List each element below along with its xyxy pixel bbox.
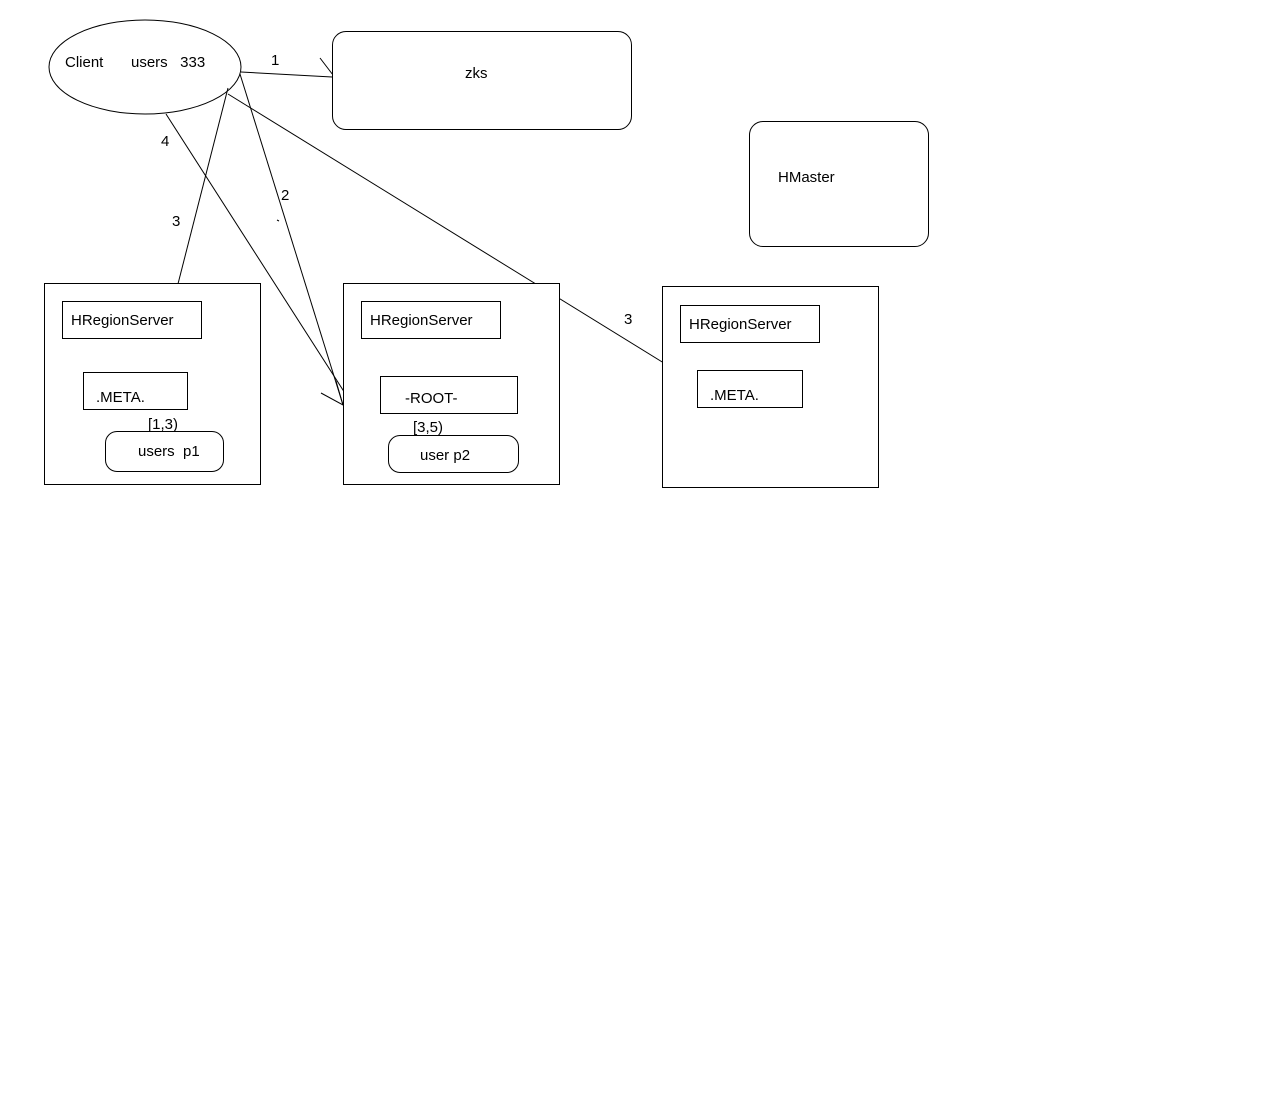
step-label-to-meta-right: 3	[624, 311, 633, 328]
step-label-to-root: 2	[281, 187, 290, 204]
region-server-3-meta-table: .META.	[697, 370, 803, 408]
region-server-1: HRegionServer .META. [1,3) users p1	[44, 283, 261, 485]
master-node: HMaster	[749, 121, 929, 247]
region-server-2-region-label: user p2	[420, 447, 471, 464]
region-server-2-region: user p2	[388, 435, 519, 473]
step-label-to-meta-left: 3	[172, 213, 181, 230]
region-server-2: HRegionServer -ROOT- [3,5) user p2	[343, 283, 560, 485]
region-server-1-title: HRegionServer	[71, 312, 174, 329]
stray-tick	[276, 219, 280, 222]
region-server-1-region: users p1	[105, 431, 224, 472]
master-title: HMaster	[778, 169, 835, 186]
region-server-2-root-table: -ROOT-	[380, 376, 518, 414]
zookeeper-node: zks	[332, 31, 632, 130]
region-server-3-header: HRegionServer	[680, 305, 820, 343]
region-server-3-meta-label: .META.	[710, 387, 759, 404]
step-label-to-zks: 1	[271, 52, 280, 69]
region-server-1-header: HRegionServer	[62, 301, 202, 339]
region-server-2-title: HRegionServer	[370, 312, 473, 329]
region-server-2-root-label: -ROOT-	[405, 390, 458, 407]
region-server-1-meta-label: .META.	[96, 389, 145, 406]
zookeeper-title: zks	[465, 65, 488, 82]
arrowhead-client-root	[320, 380, 344, 407]
client-lookup-key: users 333	[131, 54, 206, 71]
region-server-2-header: HRegionServer	[361, 301, 501, 339]
client-title: Client	[65, 54, 104, 71]
step-label-to-region: 4	[161, 133, 170, 150]
region-server-2-range: [3,5)	[413, 419, 444, 436]
edge-client-zks	[240, 71, 333, 78]
region-server-3: HRegionServer .META.	[662, 286, 879, 488]
region-server-1-meta-table: .META.	[83, 372, 188, 410]
region-server-1-range: [1,3)	[148, 416, 179, 433]
region-server-3-title: HRegionServer	[689, 316, 792, 333]
region-server-1-region-label: users p1	[138, 443, 200, 460]
